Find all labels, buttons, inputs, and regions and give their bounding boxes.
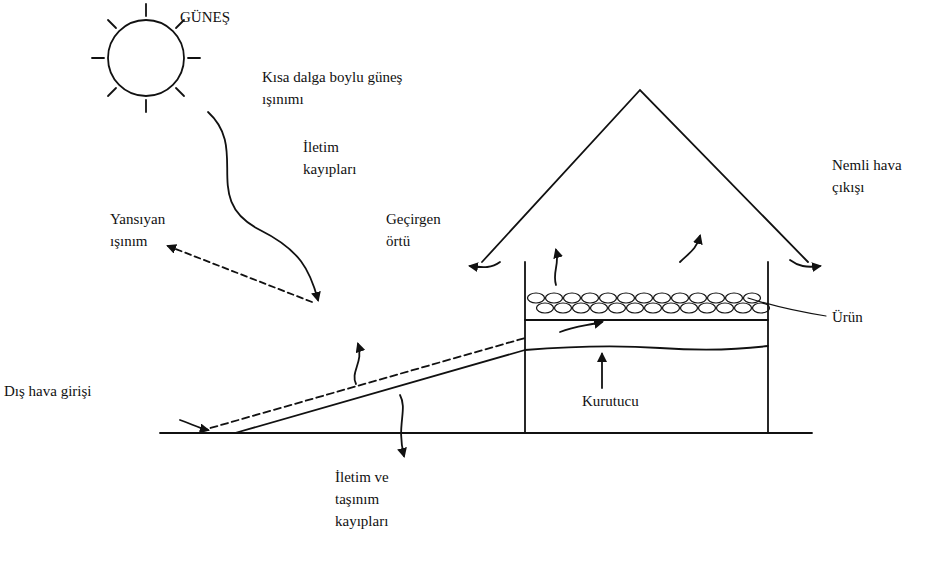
product-label: Ürün bbox=[832, 306, 892, 328]
air-inlet-arrow bbox=[180, 420, 208, 430]
airflow-arrow bbox=[560, 322, 602, 332]
roof bbox=[482, 90, 808, 262]
inlet-label: Dış hava girişi bbox=[4, 380, 144, 402]
radiation-arrow bbox=[208, 112, 318, 300]
loss-label: İletim kayıpları bbox=[303, 136, 383, 180]
product-layer bbox=[528, 293, 770, 313]
outlet-label: Nemli hava çıkışı bbox=[832, 154, 928, 198]
chamber-floor bbox=[525, 346, 768, 350]
outlet-arrow bbox=[790, 260, 820, 267]
dryer-wall bbox=[524, 262, 526, 433]
loss-arrow bbox=[400, 395, 404, 456]
outlet-arrow bbox=[470, 262, 500, 267]
loss-label: İletim ve taşınım kayıpları bbox=[335, 466, 417, 532]
dryer-wall bbox=[767, 262, 769, 433]
outlet-arrow bbox=[555, 250, 557, 285]
transparent-cover bbox=[200, 338, 525, 431]
reflection-label: Yansıyan ışınım bbox=[110, 208, 190, 252]
dryer-label: Kurutucu bbox=[582, 390, 682, 412]
sun-circle bbox=[108, 20, 184, 96]
sun-label: GÜNEŞ bbox=[180, 6, 270, 28]
radiation-label: Kısa dalga boylu güneş ışınımı bbox=[262, 66, 412, 110]
cover-label: Geçirgen örtü bbox=[386, 208, 466, 252]
product-rack bbox=[525, 319, 768, 321]
absorber-plate bbox=[235, 350, 525, 433]
outlet-arrow bbox=[680, 236, 700, 262]
airflow-arrow bbox=[601, 354, 603, 388]
loss-arrow bbox=[354, 344, 359, 384]
reflected-arrow bbox=[168, 246, 312, 302]
leader-line bbox=[748, 298, 826, 316]
ground-line bbox=[160, 432, 812, 434]
